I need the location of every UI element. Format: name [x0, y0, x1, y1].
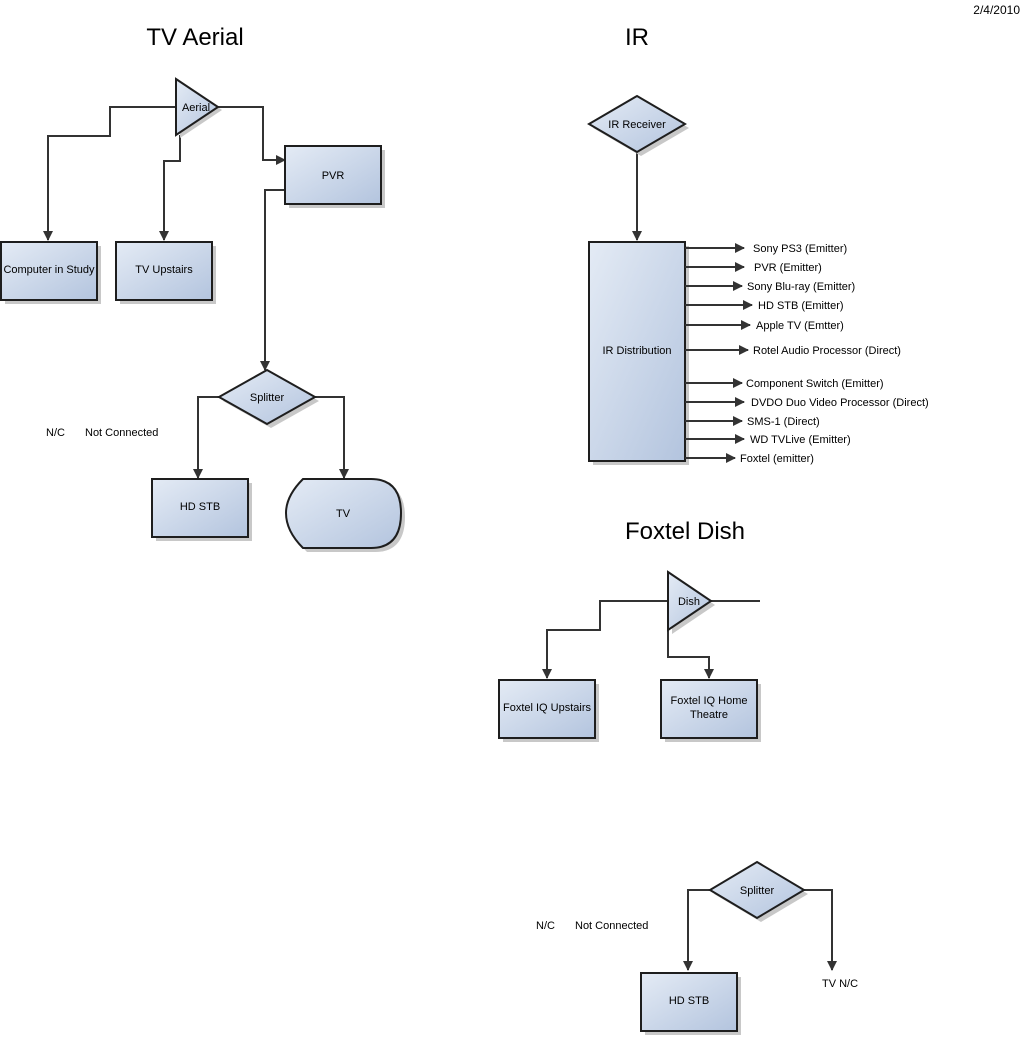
tv-aerial-section: TV Aerial Aerial PVR Computer in Study [0, 24, 405, 552]
bottom-splitter-node: Splitter [708, 860, 808, 922]
ir-output-label: Sony PS3 (Emitter) [753, 243, 847, 255]
nc-legend-text: Not Connected [85, 427, 158, 439]
pvr-label: PVR [322, 170, 345, 182]
ir-output-label: Rotel Audio Processor (Direct) [753, 345, 901, 357]
date-label: 2/4/2010 [973, 3, 1020, 17]
nc-legend-code: N/C [46, 427, 65, 439]
ir-output-label: PVR (Emitter) [754, 262, 822, 274]
pvr-node: PVR [284, 145, 385, 208]
bottom-hd-stb-label: HD STB [669, 995, 709, 1007]
ir-outputs: Sony PS3 (Emitter) PVR (Emitter) Sony Bl… [685, 243, 929, 465]
computer-in-study-node: Computer in Study [0, 241, 101, 304]
connector-splitter-to-hd-stb [193, 396, 219, 479]
computer-in-study-label: Computer in Study [3, 264, 95, 276]
ir-section: IR IR Receiver IR Distribution Sony PS3 … [587, 24, 929, 465]
splitter-label: Splitter [250, 392, 285, 404]
ir-output-label: SMS-1 (Direct) [747, 416, 820, 428]
bottom-splitter-section: Splitter HD STB TV N/C N/C Not Connected [536, 860, 858, 1035]
connector-dish-to-iq-home-theatre [667, 630, 714, 679]
ir-distribution-node: IR Distribution [588, 241, 689, 465]
tv-upstairs-node: TV Upstairs [115, 241, 216, 304]
ir-output-label: HD STB (Emitter) [758, 300, 844, 312]
foxtel-iq-upstairs-node: Foxtel IQ Upstairs [498, 679, 599, 742]
bottom-nc-legend-text: Not Connected [575, 920, 648, 932]
tv-nc-label: TV N/C [822, 978, 858, 990]
bottom-hd-stb-node: HD STB [640, 972, 741, 1035]
ir-output-label: Apple TV (Emtter) [756, 320, 844, 332]
hd-stb-label: HD STB [180, 501, 220, 513]
connector-splitter-to-tv-nc [804, 889, 837, 971]
ir-output-label: Foxtel (emitter) [740, 453, 814, 465]
tv-label: TV [336, 508, 351, 520]
ir-distribution-label: IR Distribution [602, 345, 671, 357]
ir-receiver-label: IR Receiver [608, 119, 666, 131]
ir-output-label: WD TVLive (Emitter) [750, 434, 851, 446]
bottom-nc-legend-code: N/C [536, 920, 555, 932]
connector-dish-to-iq-upstairs [542, 600, 668, 679]
connector-aerial-to-pvr [216, 106, 286, 165]
tv-node: TV [284, 478, 405, 552]
connector-aerial-to-computer [43, 106, 176, 241]
dish-label: Dish [678, 596, 700, 608]
tv-upstairs-label: TV Upstairs [135, 264, 193, 276]
aerial-label: Aerial [182, 102, 210, 114]
foxtel-dish-title: Foxtel Dish [625, 518, 745, 545]
ir-output-label: Sony Blu-ray (Emitter) [747, 281, 855, 293]
connector-aerial-to-tv-upstairs [159, 135, 181, 241]
foxtel-iq-home-theatre-label-line1: Foxtel IQ Home [670, 695, 747, 707]
ir-receiver-node: IR Receiver [587, 94, 689, 156]
dish-node: Dish [667, 570, 715, 634]
ir-output-label: Component Switch (Emitter) [746, 378, 884, 390]
connector-splitter-to-hd-stb-bottom [683, 889, 710, 971]
tv-aerial-title: TV Aerial [146, 24, 243, 51]
hd-stb-node: HD STB [151, 478, 252, 541]
ir-title: IR [625, 24, 649, 51]
bottom-splitter-label: Splitter [740, 885, 775, 897]
aerial-node: Aerial [175, 77, 222, 138]
foxtel-iq-home-theatre-node: Foxtel IQ Home Theatre [660, 679, 761, 742]
connector-splitter-to-tv [315, 396, 349, 479]
foxtel-iq-home-theatre-label-line2: Theatre [690, 709, 728, 721]
foxtel-dish-section: Foxtel Dish Dish Foxtel IQ Upstairs Foxt… [498, 518, 761, 742]
splitter-node: Splitter [216, 368, 319, 428]
foxtel-iq-upstairs-label: Foxtel IQ Upstairs [503, 702, 592, 714]
connector-pvr-to-splitter [260, 189, 285, 371]
ir-output-label: DVDO Duo Video Processor (Direct) [751, 397, 929, 409]
